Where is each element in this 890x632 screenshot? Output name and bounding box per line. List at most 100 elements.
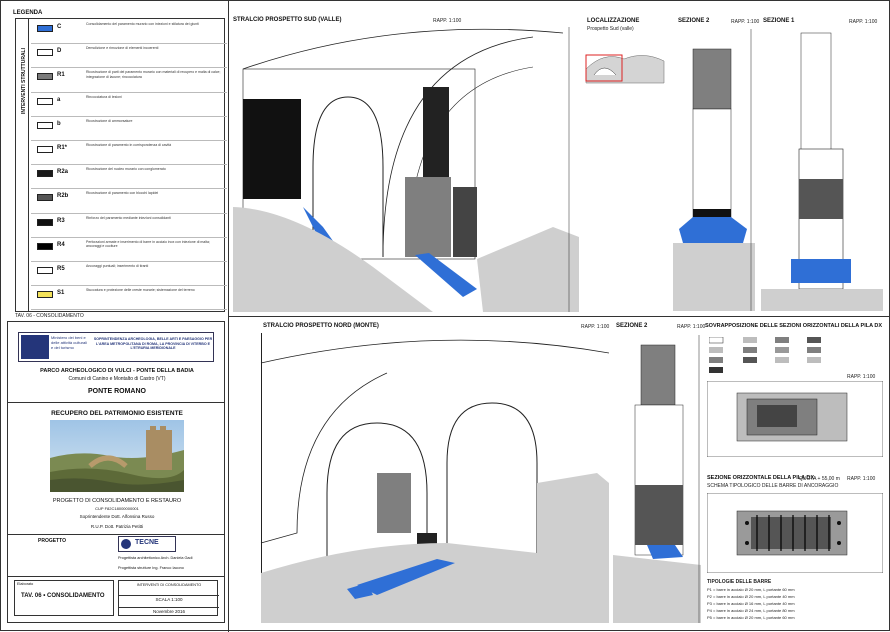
north-elevation-drawing <box>260 333 609 623</box>
bridge-photo <box>50 420 184 492</box>
legend-code: R2b <box>57 193 69 200</box>
legend-description: Ricostruzione di paramento con blocchi l… <box>86 191 159 196</box>
legend-swatch <box>37 97 53 105</box>
hsec-scale: RAPP. 1:100 <box>847 476 876 482</box>
legend-description: Ricostruzione di parti del paramento mur… <box>86 70 221 79</box>
hsec-drawing <box>707 493 883 573</box>
legend-vertical-strip <box>15 18 29 312</box>
legend-description: Demolizione e rimozione di elementi inco… <box>86 46 159 51</box>
scale: SCALA 1:100 <box>119 595 219 602</box>
grid-line-h <box>228 316 890 317</box>
section-2b-scale: RAPP. 1:100 <box>677 324 706 330</box>
localization-subtitle: Prospetto Sud (valle) <box>587 26 634 32</box>
bar-type-item: P3 = barre in acciaio Ø 16 mm, L portant… <box>707 601 795 606</box>
section-2b-drawing <box>613 335 701 623</box>
legend-swatch <box>37 121 53 129</box>
legend-swatch <box>37 291 53 299</box>
legend-code: R5 <box>57 266 65 272</box>
legend-row: S1 Stuccatura e protezione delle creste m… <box>31 286 227 311</box>
project-subtitle: RECUPERO DEL PATRIMONIO ESISTENTE <box>51 410 183 417</box>
legend-description: Ancoraggi puntuali; inserimento di tiran… <box>86 264 149 268</box>
legend-code: S1 <box>57 290 65 297</box>
legend-code: R4 <box>57 241 65 248</box>
legend-footnote: TAV. 06 - CONSOLIDAMENTO <box>15 313 84 319</box>
section-1-drawing <box>761 32 883 311</box>
legend-row: R1 Ricostruzione di parti del paramento m… <box>31 68 227 93</box>
north-elevation-title: STRALCIO PROSPETTO NORD (MONTE) <box>263 323 379 329</box>
designer-1: Progettista architettonico Arch. Daniela… <box>118 556 193 560</box>
legend-description: Ricostruzione del nucleo murario con con… <box>86 167 166 172</box>
title-block: Ministero dei beni e delle attività cult… <box>7 321 225 623</box>
legend-code: a <box>57 96 61 103</box>
legend-code: R3 <box>57 217 65 224</box>
legend-title: LEGENDA <box>13 10 43 16</box>
bar-type-item: P4 = barre in acciaio Ø 24 mm, L portant… <box>707 608 795 613</box>
legend-description: Ricostruzione di paramento in corrispond… <box>86 143 172 147</box>
separator-2 <box>8 534 224 535</box>
bar-type-item: P1 = barre in acciaio Ø 20 mm, L portant… <box>707 587 795 592</box>
ministry-name: Ministero dei beni e delle attività cult… <box>51 335 88 350</box>
project-type: PROGETTO DI CONSOLIDAMENTO E RESTAURO <box>52 498 182 504</box>
overlay-scale: RAPP. 1:100 <box>847 374 876 380</box>
section-2-drawing <box>673 29 755 311</box>
legend-row: R3 Rinforzo del paramento mediante iniezi… <box>31 214 227 238</box>
section-2b-title: SEZIONE 2 <box>616 323 648 329</box>
ministry-header: Ministero dei beni e delle attività cult… <box>18 332 214 362</box>
localization-title: LOCALIZZAZIONE <box>587 18 640 24</box>
legend-code: R1* <box>57 145 68 151</box>
legend-code: b <box>57 120 61 127</box>
legend-description: Rinforzo del paramento mediante iniezion… <box>86 215 171 220</box>
cup-code: CUP F82C18000000001 <box>95 506 139 511</box>
legend-swatch <box>37 242 53 250</box>
legend-code: R2a <box>57 169 69 176</box>
legend-description: Ricostruzione di ammorsature <box>86 118 133 123</box>
firm-logo: TECNE <box>118 536 176 552</box>
tav-cell: Elaborato TAV. 06 • CONSOLIDAMENTO <box>14 580 114 616</box>
legend-row: a Rincocciatura di lesioni <box>31 93 227 117</box>
date: Novembre 2016 <box>119 607 219 614</box>
south-elevation-scale: RAPP. 1:100 <box>433 18 462 24</box>
tav-desc: INTERVENTI DI CONSOLIDAMENTO <box>136 583 202 587</box>
tav-code: TAV. 06 • CONSOLIDAMENTO <box>21 593 105 599</box>
overlay-swatches <box>709 337 821 373</box>
legend-code: R1 <box>57 72 65 79</box>
legend-row: D Demolizione e rimozione di elementi inc… <box>31 44 227 69</box>
overlay-drawing <box>707 381 883 457</box>
south-elevation-title: STRALCIO PROSPETTO SUD (VALLE) <box>233 17 342 23</box>
legend-row: R2a Ricostruzione del nucleo murario con … <box>31 165 227 190</box>
legend-row: R2b Ricostruzione di paramento con blocch… <box>31 189 227 214</box>
legend-swatch <box>37 218 53 226</box>
park-name: PARCO ARCHEOLOGICO DI VULCI - PONTE DELL… <box>40 368 194 374</box>
object-name: PONTE ROMANO <box>88 388 146 395</box>
section-2-title: SEZIONE 2 <box>678 18 710 24</box>
place-name: Comuni di Canino e Montalto di Castro (V… <box>68 376 166 382</box>
legend-row: R1* Ricostruzione di paramento in corrisp… <box>31 141 227 166</box>
section-2-scale: RAPP. 1:100 <box>731 19 760 25</box>
legend-swatch <box>37 170 53 178</box>
bars-title: TIPOLOGIE DELLE BARRE <box>707 579 772 585</box>
firm-name: TECNE <box>135 539 159 546</box>
localization-map <box>585 54 665 84</box>
progetto-label: PROGETTO <box>38 538 66 544</box>
bar-type-item: P2 = barre in acciaio Ø 20 mm, L portant… <box>707 594 795 599</box>
legend-swatch <box>37 267 53 274</box>
separator-1 <box>8 402 224 403</box>
legend-description: Rincocciatura di lesioni <box>86 94 122 99</box>
hsec-title: SEZIONE ORIZZONTALE DELLA PILA DX <box>707 475 815 481</box>
section-1-scale: RAPP. 1:100 <box>849 19 878 25</box>
legend-code: D <box>57 48 62 55</box>
north-elevation-scale: RAPP. 1:100 <box>581 324 610 330</box>
legend-swatch <box>37 49 53 57</box>
legend-description: Stuccatura e protezione delle creste mur… <box>86 288 195 293</box>
legend-swatch <box>37 73 53 81</box>
legend-row: b Ricostruzione di ammorsature <box>31 117 227 141</box>
south-elevation-drawing <box>233 27 579 312</box>
section-1-title: SEZIONE 1 <box>763 18 795 24</box>
legend-row: R5 Ancoraggi puntuali; inserimento di tir… <box>31 262 227 287</box>
hsec-quota: QUOTA + 55,00 m <box>799 476 840 482</box>
rup: R.U.P. Dott. Patrizia Petitti <box>90 524 144 529</box>
